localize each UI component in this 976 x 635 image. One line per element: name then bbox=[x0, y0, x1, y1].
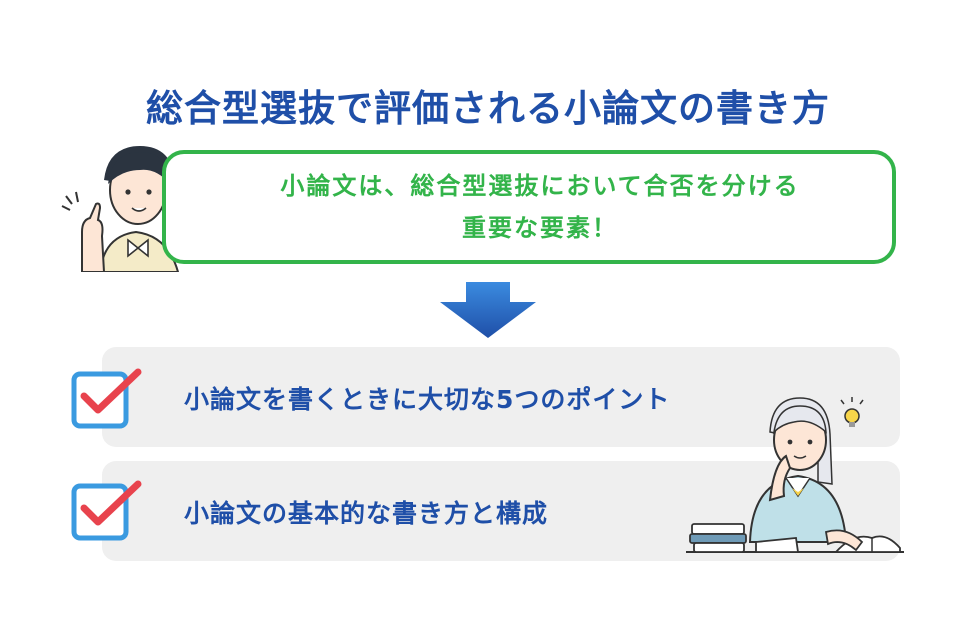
point-row-1 bbox=[102, 347, 900, 447]
student-studying-illustration bbox=[686, 397, 904, 553]
down-arrow-icon bbox=[440, 282, 536, 338]
checkbox-checked-icon bbox=[71, 368, 142, 429]
bubble-text-line1: 小論文は、総合型選抜において合否を分ける bbox=[280, 172, 800, 200]
point-label-2: 小論文の基本的な書き方と構成 bbox=[184, 499, 549, 528]
speech-bubble: 小論文は、総合型選抜において合否を分ける 重要な要素！ bbox=[162, 150, 896, 264]
lightbulb-icon bbox=[840, 397, 864, 427]
checkbox-checked-icon bbox=[71, 480, 142, 541]
bubble-text-line2: 重要な要素！ bbox=[462, 214, 618, 242]
point-label-1: 小論文を書くときに大切な5つのポイント bbox=[184, 385, 671, 414]
page-title: 総合型選抜で評価される小論文の書き方 bbox=[146, 87, 830, 130]
